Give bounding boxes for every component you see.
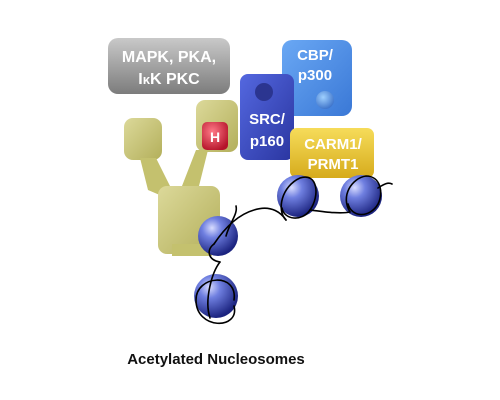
cbp-label-line2: p300 xyxy=(298,67,332,84)
src-label-line2: p160 xyxy=(250,133,284,150)
kinase-label-line2: IκK PKC xyxy=(138,71,200,88)
cbp-label-line1: CBP/ xyxy=(297,47,334,64)
src-p160-box: SRC/ p160 xyxy=(240,74,294,160)
cbp-p300-box: CBP/ p300 xyxy=(282,40,352,116)
dna-strand xyxy=(195,175,393,325)
kinase-label-line1: MAPK, PKA, xyxy=(122,49,216,66)
src-label-line1: SRC/ xyxy=(249,111,286,128)
carm1-prmt1-box: CARM1/ PRMT1 xyxy=(290,128,374,178)
caption-text: Acetylated Nucleosomes xyxy=(127,351,305,368)
nucleosome-top-middle xyxy=(277,175,319,217)
kinase-box: MAPK, PKA, IκK PKC xyxy=(108,38,230,94)
h-box: H xyxy=(202,122,228,150)
carm-label-line1: CARM1/ xyxy=(304,136,362,153)
h-label: H xyxy=(210,129,220,145)
src-pocket xyxy=(255,83,273,101)
cbp-pocket xyxy=(316,91,334,109)
carm-label-line2: PRMT1 xyxy=(308,156,359,173)
nucleosome-bottom xyxy=(194,274,238,318)
